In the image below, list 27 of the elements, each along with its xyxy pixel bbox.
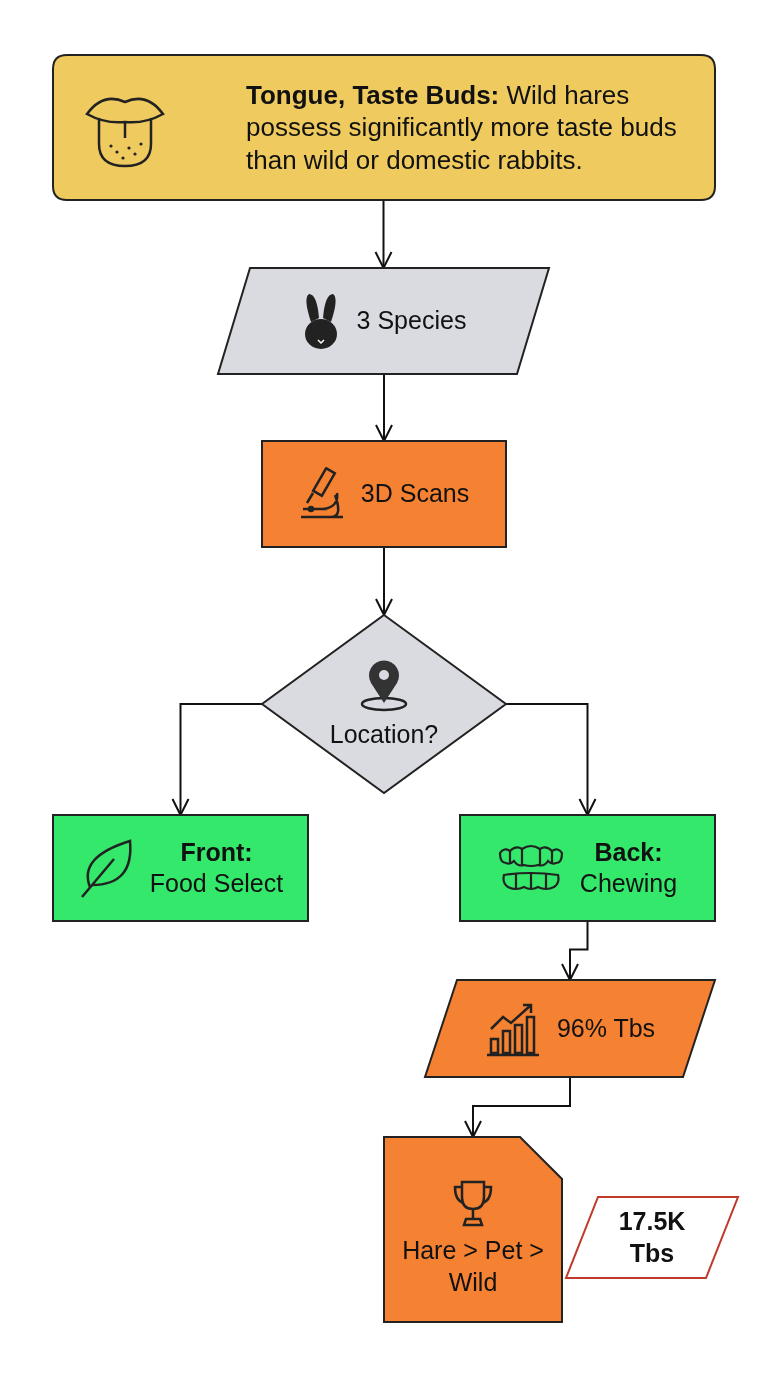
decision-diamond [262, 615, 506, 793]
node-text: Chewing [579, 868, 678, 899]
arrow [505, 703, 597, 816]
process-box [460, 815, 715, 921]
arrow [171, 703, 263, 816]
process-box [262, 441, 506, 547]
node-text: 3D Scans [360, 478, 470, 510]
node-text: 96% Tbs [556, 1012, 656, 1044]
process-box [53, 815, 308, 921]
node-heading: Back: [593, 836, 664, 868]
node-text: 17.5K Tbs [617, 1206, 687, 1269]
node-text: Location? [329, 719, 439, 751]
node-text: Hare > Pet > Wild [401, 1235, 545, 1298]
arrow [374, 199, 393, 269]
data-parallelogram [566, 1197, 738, 1278]
data-parallelogram [425, 980, 715, 1077]
arrow [464, 1076, 571, 1138]
node-text: 3 Species [356, 305, 467, 337]
document-shape [384, 1137, 562, 1322]
arrow [561, 920, 589, 981]
info-box [53, 55, 715, 200]
node-heading: Front: [179, 836, 254, 868]
node-text: Food Select [149, 868, 284, 899]
node-text: Tongue, Taste Buds: Wild hares possess significantly more taste buds than wild or domestic rabbits. [246, 78, 678, 177]
arrow [375, 373, 393, 442]
input-parallelogram [218, 268, 549, 374]
arrow [375, 546, 393, 616]
